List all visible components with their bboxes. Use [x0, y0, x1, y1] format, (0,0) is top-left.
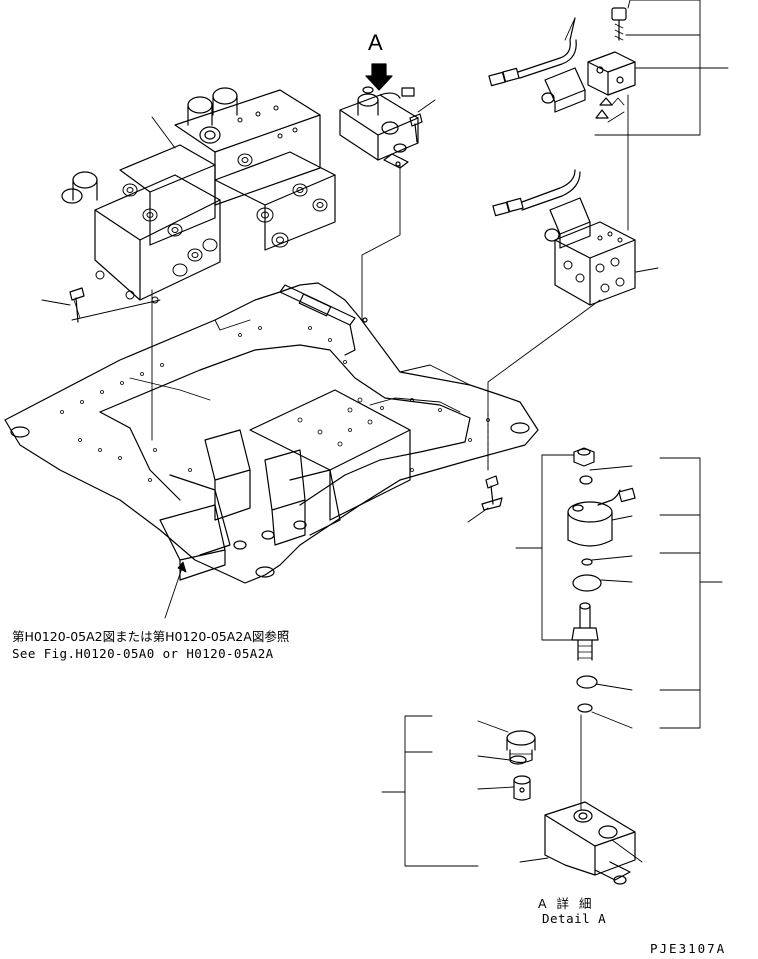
solenoid-valve-assy — [339, 86, 419, 169]
valve-block-upper — [587, 51, 636, 119]
detail-label-en: Detail A — [542, 911, 607, 926]
mounting-frame — [4, 282, 539, 584]
reference-label-jp: 第H0120-05A2図または第H0120-05A2A図参照 — [12, 629, 290, 644]
solenoid-upper — [488, 17, 586, 113]
solenoid-middle — [492, 169, 591, 249]
detail-label-jp: A 詳 細 — [538, 896, 595, 911]
view-arrow — [365, 63, 393, 91]
detail-a-orifice — [513, 775, 531, 801]
frame-bolt — [481, 475, 503, 511]
detail-a-plug — [506, 730, 536, 764]
valve-bracket — [279, 284, 368, 356]
detail-a-stem — [571, 602, 599, 661]
view-marker-label: A — [368, 30, 383, 55]
detail-a-nut — [573, 447, 595, 467]
drawing-code: PJE3107A — [650, 941, 727, 956]
valve-bolt — [69, 287, 85, 323]
detail-a-coil — [567, 487, 636, 547]
solenoid-bolt — [409, 113, 423, 143]
cap-screw-upper — [611, 7, 627, 41]
main-control-valve — [61, 87, 336, 304]
detail-a-body — [544, 801, 636, 885]
reference-label-en: See Fig.H0120-05A0 or H0120-05A2A — [12, 646, 274, 661]
valve-block-middle — [554, 221, 636, 306]
detail-a-orings — [572, 475, 602, 713]
leader-lines — [41, 0, 729, 867]
